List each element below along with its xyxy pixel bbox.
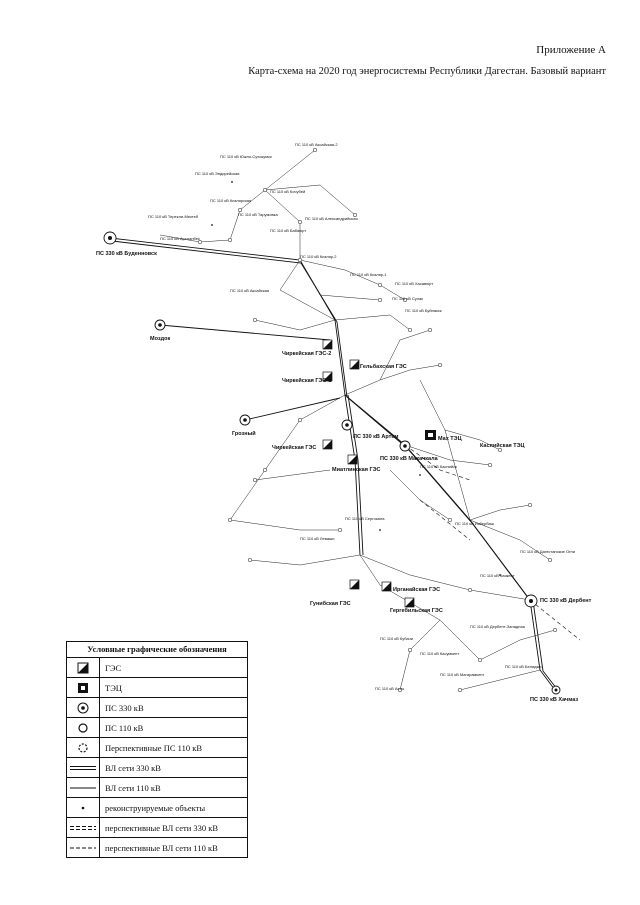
hydro-irganai-icon	[381, 581, 392, 592]
legend-item: ТЭЦ	[67, 678, 247, 698]
label-substation: ПС 110 кВ Кизлярская	[210, 198, 251, 203]
line-110-icon	[70, 787, 96, 788]
line-330-icon	[70, 765, 96, 770]
label-substation: ПС 110 кВ Кубачи	[380, 636, 413, 641]
hydro-plants	[322, 339, 415, 608]
label-substation: ПС 110 кВ Дагестанские Огни	[520, 549, 575, 554]
legend-item: перспективные ВЛ сети 110 кВ	[67, 838, 247, 857]
hydro-gunib-icon	[349, 579, 360, 590]
legend-item: ПС 330 кВ	[67, 698, 247, 718]
label-makhachkala: ПС 330 кВ Махачкала	[380, 456, 439, 462]
label-substation: ПС 110 кВ Избербаш	[455, 521, 494, 526]
thermal-plants	[425, 430, 436, 440]
label-substation: ПС 110 кВ Эндирейская	[195, 171, 239, 176]
legend-label: ГЭС	[105, 662, 122, 673]
label-gergebil: Гергебильская ГЭС	[390, 607, 443, 614]
legend-item: ГЭС	[67, 658, 247, 678]
label-substation: ПС 110 кВ Аксайская-2	[295, 142, 338, 147]
hydro-chirkey1-icon	[322, 371, 333, 382]
label-substation: ПС 110 кВ Кизляр-2	[300, 254, 337, 259]
label-irganai: Ирганайская ГЭС	[393, 586, 440, 593]
prospective-substation-icon	[78, 742, 88, 753]
substations-110kv	[197, 147, 558, 693]
prospective-line-110-icon	[70, 847, 96, 848]
label-budennovsk: ПС 330 кВ Буденновск	[96, 251, 157, 257]
legend-label: Перспективные ПС 110 кВ	[105, 742, 202, 753]
label-substation: ПС 110 кВ Хасавюрт	[395, 281, 433, 286]
prospective-line-330-icon	[70, 825, 96, 830]
label-chirkey: Чиркейская ГЭС	[272, 444, 316, 451]
hydro-gelbakh-icon	[349, 359, 360, 370]
legend-item: ПС 110 кВ	[67, 718, 247, 738]
label-substation: ПС 110 кВ Кочубей	[270, 189, 305, 194]
legend-label: реконструируемые объекты	[105, 802, 206, 813]
label-derbent: ПС 330 кВ Дербент	[540, 597, 592, 604]
label-substation: ПС 110 кВ Дербент-Западная	[470, 624, 525, 629]
hydro-chirkey-icon	[322, 439, 333, 450]
substations-330kv	[103, 231, 561, 695]
label-substation: ПС 110 кВ Магарамкент	[440, 672, 485, 677]
legend-item: ВЛ сети 330 кВ	[67, 758, 247, 778]
hydro-chirkey2-icon	[322, 339, 333, 350]
label-miatli: Миатлинская ГЭС	[332, 467, 380, 473]
label-artem: ПС 330 кВ Артем	[353, 434, 398, 440]
label-substation: ПС 110 кВ Буйнакск	[405, 308, 442, 313]
legend-label: перспективные ВЛ сети 110 кВ	[105, 842, 218, 853]
label-mozdok: Моздок	[150, 336, 170, 342]
legend: Условные графические обозначения ГЭС ТЭЦ…	[66, 641, 248, 858]
label-khachmaz: ПС 330 кВ Хачмаз	[530, 697, 578, 703]
label-substation: ПС 110 кВ Касумкент	[420, 651, 459, 656]
hydro-miatli-icon	[347, 454, 358, 465]
legend-label: ПС 110 кВ	[105, 722, 144, 733]
label-gunib: Гунибская ГЭС	[310, 600, 351, 607]
legend-label: ВЛ сети 330 кВ	[105, 762, 161, 773]
label-substation: ПС 110 кВ Арсланбек	[160, 236, 200, 241]
label-substation: ПС 110 кВ Терекли-Мектеб	[148, 214, 199, 219]
legend-label: перспективные ВЛ сети 330 кВ	[105, 822, 219, 833]
label-substation: ПС 110 кВ Тарумовка	[238, 212, 278, 217]
hydro-plant-icon	[77, 662, 89, 673]
label-kaspiysk-tec: Каспийская ТЭЦ	[480, 442, 525, 449]
label-substation: ПС 110 кВ Александрийская	[305, 216, 358, 221]
label-makh-tec: Мах ТЭЦ	[438, 436, 462, 442]
legend-item: реконструируемые объекты	[67, 798, 247, 818]
lines-prospective	[404, 444, 581, 641]
reconstructed-markers	[211, 181, 501, 576]
lines-110kv	[159, 149, 556, 691]
legend-label: ПС 330 кВ	[105, 702, 144, 713]
label-substation: ПС 110 кВ Каспийск	[420, 464, 457, 469]
substation-330-icon	[77, 702, 89, 713]
label-substation: ПС 110 кВ Ахты	[375, 686, 404, 691]
label-substation: ПС 110 кВ Сулак	[392, 296, 423, 301]
substation-110-icon	[78, 722, 88, 733]
hydro-gergebil-icon	[404, 597, 415, 608]
label-substation: ПС 110 кВ Белиджи	[505, 664, 541, 669]
label-substation: ПС 110 кВ Леваши	[300, 536, 335, 541]
legend-item: Перспективные ПС 110 кВ	[67, 738, 247, 758]
label-substation: ПС 110 кВ Бабаюрт	[270, 228, 306, 233]
appendix-label: Приложение А	[536, 44, 606, 56]
reconstructed-icon	[81, 806, 85, 809]
legend-item: перспективные ВЛ сети 330 кВ	[67, 818, 247, 838]
label-grozny: Грозный	[232, 430, 256, 437]
label-substation: ПС 110 кВ Южно-Сухокумск	[220, 154, 272, 159]
label-substation: ПС 110 кВ Сергокала	[345, 516, 385, 521]
legend-label: ТЭЦ	[105, 682, 122, 693]
map-labels-minor: ПС 110 кВ Аксайская-2 ПС 110 кВ Южно-Сух…	[148, 142, 575, 691]
legend-item: ВЛ сети 110 кВ	[67, 778, 247, 798]
label-gelbakh: Гельбахская ГЭС	[360, 363, 407, 370]
map-labels-major: ПС 330 кВ Буденновск Моздок Грозный Чирк…	[96, 251, 592, 703]
legend-title: Условные графические обозначения	[67, 642, 247, 658]
label-chirkey2: Чиркейская ГЭС-2	[282, 350, 331, 357]
page-title: Карта-схема на 2020 год энергосистемы Ре…	[248, 66, 606, 77]
label-substation: ПС 110 кВ Аксайская	[230, 288, 269, 293]
thermal-plant-icon	[78, 682, 88, 693]
label-chirkey1: Чиркейская ГЭС-1	[282, 377, 331, 384]
label-substation: ПС 110 кВ Каякент	[480, 573, 515, 578]
legend-label: ВЛ сети 110 кВ	[105, 782, 161, 793]
label-substation: ПС 110 кВ Кизляр-1	[350, 272, 387, 277]
